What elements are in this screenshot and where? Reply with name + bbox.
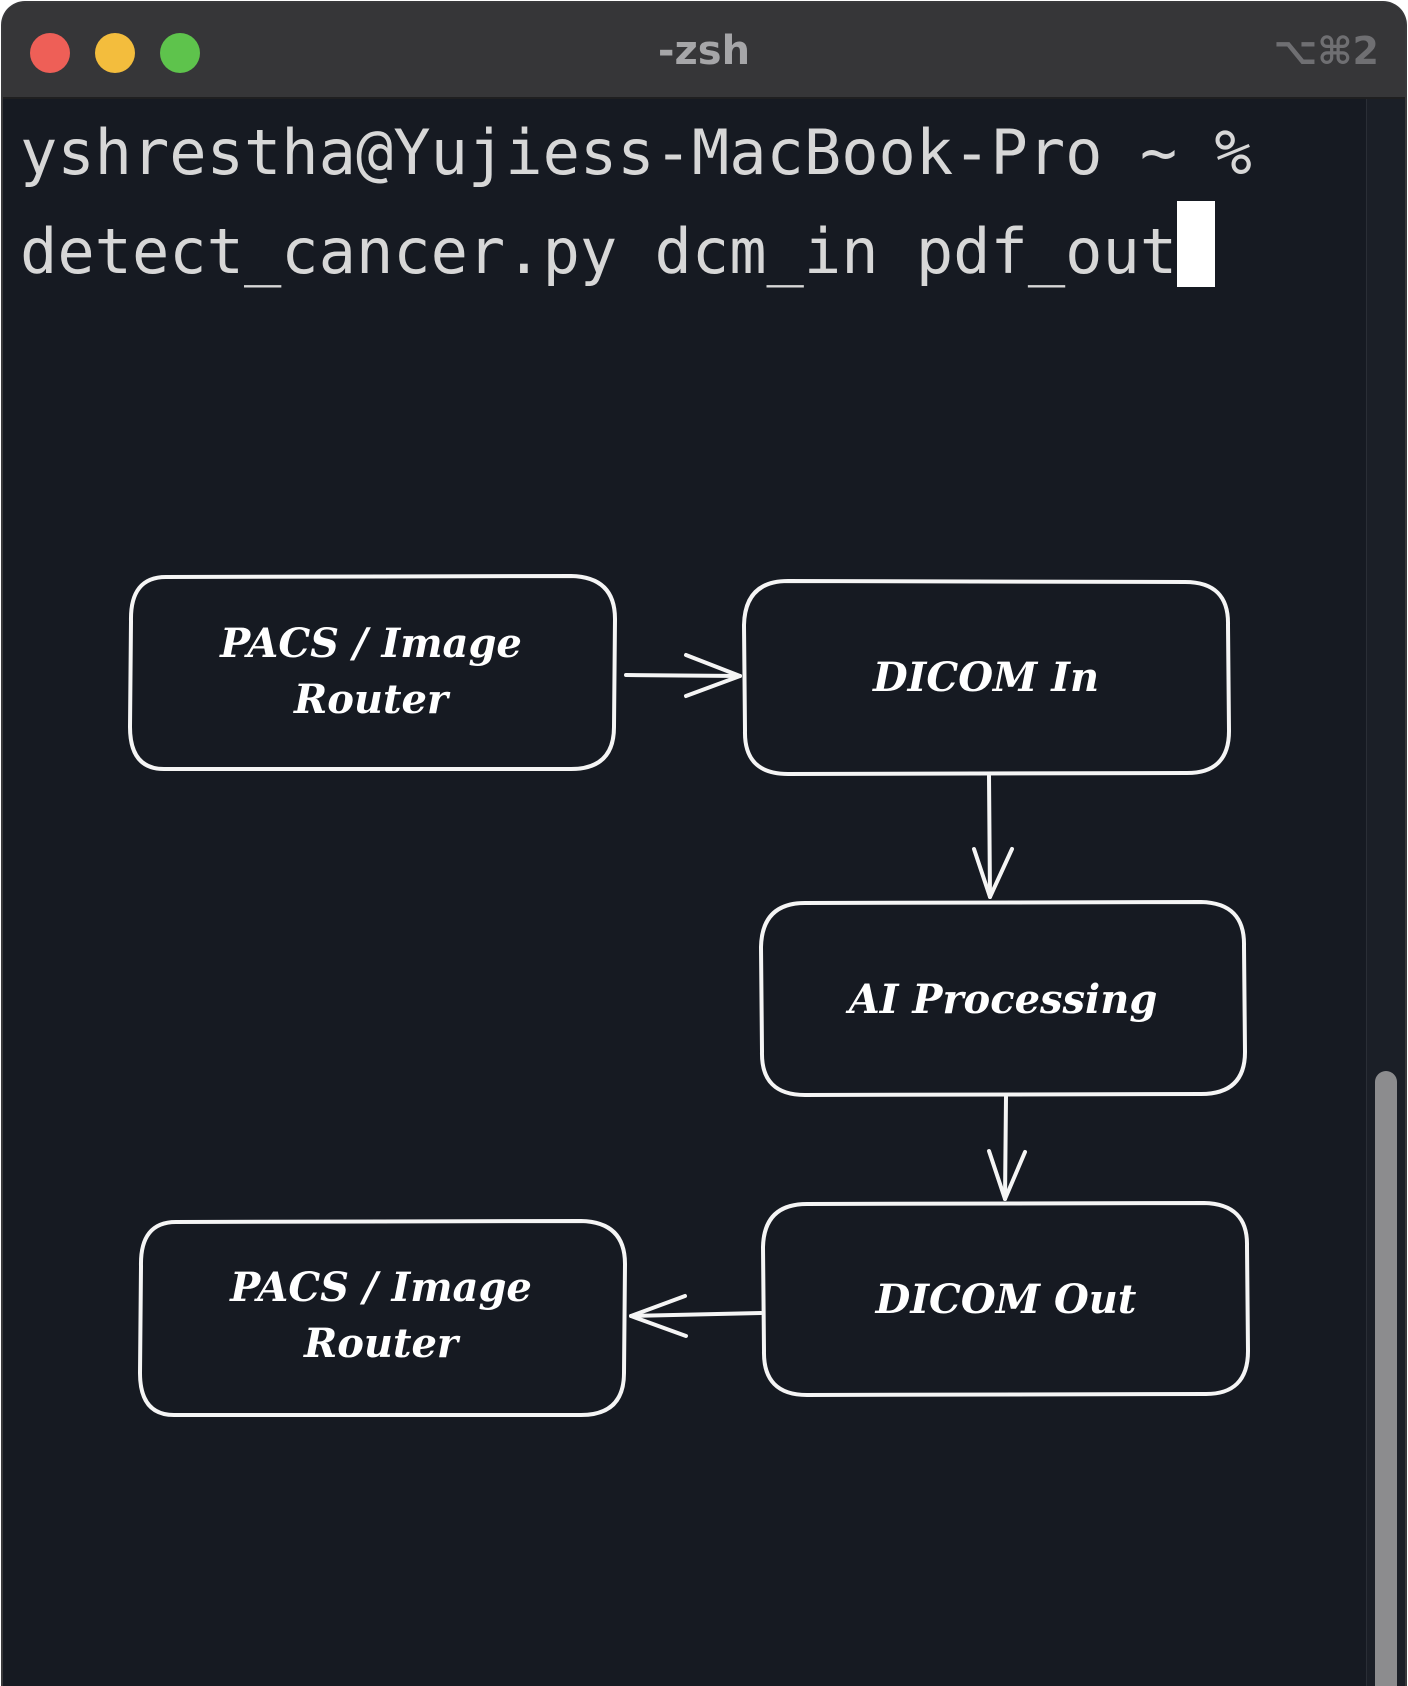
node-dicom-out-label: DICOM Out: [875, 1276, 1137, 1323]
vertical-scrollbar[interactable]: [1366, 99, 1405, 1686]
node-pacs-router-out-label-2: Router: [303, 1320, 461, 1367]
command-text: detect_cancer.py dcm_in pdf_out: [20, 215, 1178, 288]
node-pacs-router-out-label-1: PACS / Image: [229, 1264, 532, 1311]
arrow-pacs-to-dicom-in: [624, 653, 742, 698]
terminal-window: -zsh ⌥⌘2 yshrestha@Yujiess-MacBook-Pro ~…: [3, 3, 1405, 1686]
node-pacs-router-in-label-1: PACS / Image: [219, 620, 522, 667]
node-pacs-router-out: PACS / Image Router: [137, 1218, 628, 1417]
window-title: -zsh: [657, 28, 751, 74]
node-pacs-router-in-label-2: Router: [293, 676, 451, 723]
text-cursor: [1177, 201, 1216, 287]
command-line[interactable]: detect_cancer.py dcm_in pdf_out: [20, 201, 1216, 290]
zoom-button[interactable]: [160, 33, 200, 73]
arrow-dicom-in-to-ai: [972, 774, 1014, 899]
flow-diagram: PACS / Image Router DICOM In AI Processi…: [127, 573, 1251, 1417]
arrow-dicom-out-to-pacs: [629, 1294, 763, 1338]
node-pacs-router-in: PACS / Image Router: [127, 573, 618, 771]
minimize-button[interactable]: [95, 33, 135, 73]
node-ai-processing: AI Processing: [758, 899, 1248, 1098]
node-dicom-in: DICOM In: [741, 578, 1232, 777]
scrollbar-thumb[interactable]: [1375, 1071, 1397, 1686]
node-ai-processing-label: AI Processing: [845, 976, 1158, 1023]
node-dicom-in-label: DICOM In: [872, 654, 1099, 701]
title-bar[interactable]: -zsh ⌥⌘2: [3, 3, 1405, 99]
window-shortcut: ⌥⌘2: [1273, 29, 1379, 73]
terminal-content[interactable]: yshrestha@Yujiess-MacBook-Pro ~ % detect…: [3, 99, 1367, 1686]
prompt-line: yshrestha@Yujiess-MacBook-Pro ~ %: [20, 116, 1252, 189]
arrow-ai-to-dicom-out: [987, 1095, 1027, 1201]
close-button[interactable]: [30, 33, 70, 73]
node-dicom-out: DICOM Out: [760, 1200, 1251, 1398]
